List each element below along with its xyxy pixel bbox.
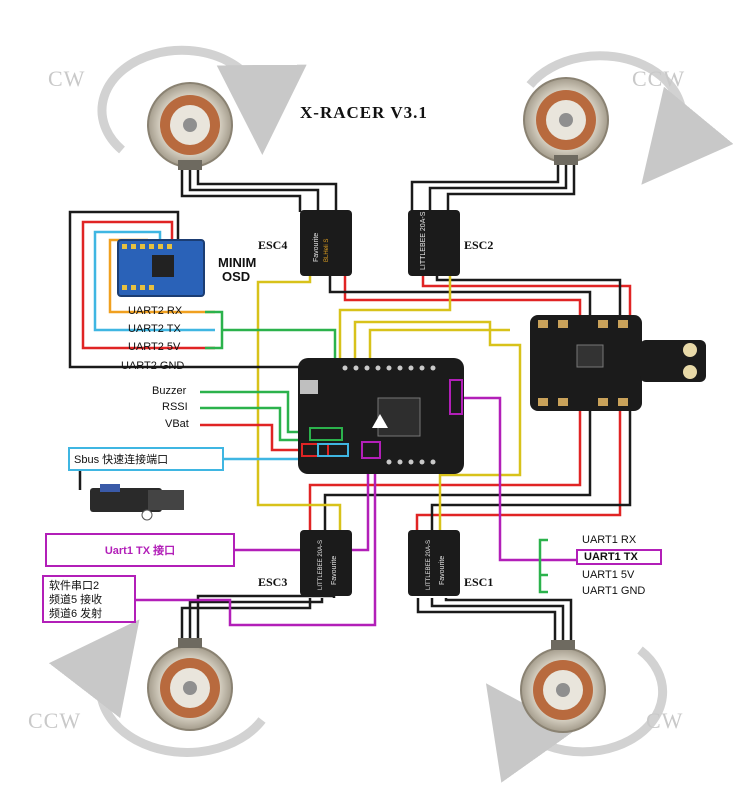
motor-wires xyxy=(180,165,576,640)
receiver xyxy=(90,484,184,521)
flight-controller xyxy=(298,358,464,474)
soft-serial-line2: 频道5 接收 xyxy=(49,594,103,606)
soft-serial-box: 软件串口2 频道5 接收 频道6 发射 xyxy=(42,575,136,623)
motor-top-right xyxy=(523,77,609,165)
arc-bottom-left xyxy=(48,619,266,757)
esc1-board: Favourite LITTLEBEE 20A-S xyxy=(408,530,460,596)
esc3-board: Favourite LITTLEBEE 20A-S xyxy=(300,530,352,596)
esc3-model: LITTLEBEE 20A-S xyxy=(318,540,324,590)
uart1-tx-label: UART1 TX xyxy=(584,551,638,563)
minim-osd-board xyxy=(117,239,205,297)
esc3-brand: Favourite xyxy=(331,556,338,585)
arc-top-left xyxy=(97,45,307,155)
buzzer-label: Buzzer xyxy=(152,385,187,397)
uart1-5v-label: UART1 5V xyxy=(582,569,635,581)
rotation-label-bottom-left: CCW xyxy=(28,708,82,733)
uart1-wires xyxy=(460,396,576,594)
uart2-rx-label: UART2 RX xyxy=(128,305,183,317)
esc4-label: ESC4 xyxy=(258,238,288,252)
rotation-label-top-right: CCW xyxy=(632,66,686,91)
osd-label-line1: MINIM xyxy=(218,255,257,270)
soft-serial-line3: 频道6 发射 xyxy=(49,608,103,620)
uart2-tx-label: UART2 TX xyxy=(128,323,181,335)
power-distribution-board xyxy=(530,315,706,411)
rotation-arcs xyxy=(48,45,734,783)
rotation-label-top-left: CW xyxy=(48,66,86,91)
esc2-label: ESC2 xyxy=(464,238,494,252)
esc4-brand: Favourite xyxy=(313,233,320,262)
motor-bottom-right xyxy=(520,640,606,733)
rotation-label-bottom-right: CW xyxy=(646,708,684,733)
motor-top-left xyxy=(147,82,233,170)
uart1-gnd-label: UART1 GND xyxy=(582,585,646,597)
uart2-5v-label: UART2 5V xyxy=(128,341,181,353)
uart1-tx-port-label: Uart1 TX 接口 xyxy=(104,545,176,557)
power-wires xyxy=(308,275,632,532)
motor-bottom-left xyxy=(147,638,233,731)
uart2-gnd-label: UART2 GND xyxy=(121,360,185,372)
soft-serial-line1: 软件串口2 xyxy=(49,580,100,592)
sbus-port-box: Sbus 快速连接端口 xyxy=(68,447,224,471)
rssi-label: RSSI xyxy=(162,401,188,413)
diagram-title: X-RACER V3.1 xyxy=(300,103,428,122)
vbat-label: VBat xyxy=(165,418,189,430)
esc4-board: Favourite BLHeli S xyxy=(300,210,352,276)
esc4-series: BLHeli S xyxy=(324,239,330,262)
esc1-model: LITTLEBEE 20A-S xyxy=(426,540,432,590)
arc-bottom-right xyxy=(485,646,668,783)
signal-wires xyxy=(256,275,522,532)
uart1-tx-highlight: UART1 TX xyxy=(576,549,662,565)
uart1-tx-port-box: Uart1 TX 接口 xyxy=(45,533,235,567)
osd-label-line2: OSD xyxy=(222,269,251,284)
arc-top-right xyxy=(526,51,734,185)
esc3-label: ESC3 xyxy=(258,575,288,589)
esc2-model: LITTLEBEE 20A-S xyxy=(420,211,427,270)
osd-label: MINIM OSD xyxy=(218,256,256,284)
esc2-board: LITTLEBEE 20A-S xyxy=(408,210,460,276)
esc1-label: ESC1 xyxy=(464,575,494,589)
esc1-brand: Favourite xyxy=(439,556,446,585)
uart1-rx-label: UART1 RX xyxy=(582,534,637,546)
sbus-port-label: Sbus 快速连接端口 xyxy=(74,454,169,466)
